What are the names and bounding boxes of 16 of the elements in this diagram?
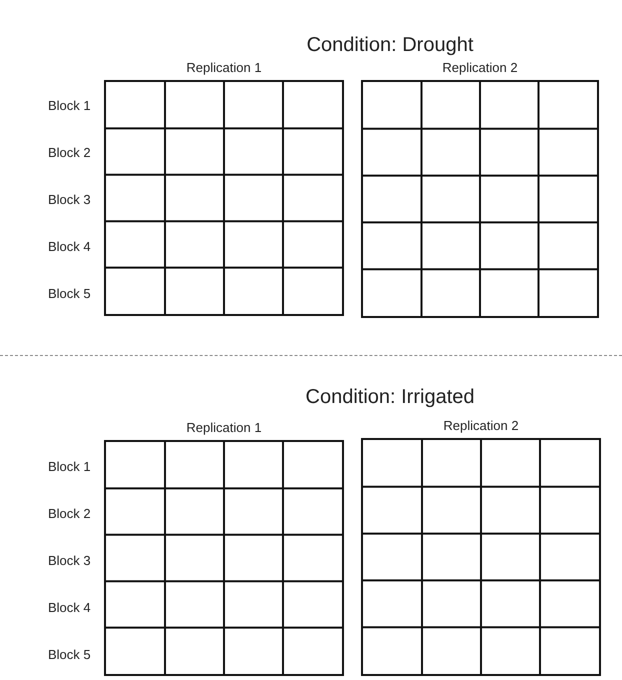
block-label: Block 2 <box>48 505 91 523</box>
block-label: Block 5 <box>48 646 91 664</box>
block-label: Block 1 <box>48 458 91 476</box>
block-label: Block 4 <box>48 238 91 256</box>
condition-title: Condition: Drought <box>306 33 474 58</box>
block-label: Block 1 <box>48 97 91 115</box>
block-label: Block 5 <box>48 285 91 303</box>
block-label: Block 3 <box>48 191 91 209</box>
block-label: Block 4 <box>48 599 91 617</box>
replication-heading: Replication 2 <box>442 418 520 434</box>
replication-heading: Replication 1 <box>185 420 263 436</box>
replication-heading: Replication 2 <box>441 60 519 76</box>
replication-heading: Replication 1 <box>185 60 263 76</box>
block-label: Block 2 <box>48 144 91 162</box>
block-label: Block 3 <box>48 552 91 570</box>
condition-title: Condition: Irrigated <box>306 385 474 410</box>
